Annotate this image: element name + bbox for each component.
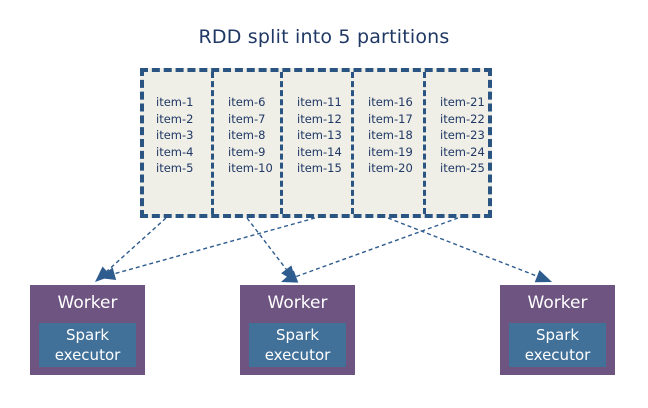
list-item: item-10 xyxy=(228,161,273,175)
list-item: item-23 xyxy=(440,128,485,142)
list-item: item-4 xyxy=(156,144,194,159)
partition-column-2: item-6 item-7 item-8 item-9 item-10 xyxy=(215,72,284,222)
worker-title: Worker xyxy=(57,293,118,313)
spark-executor-line1: Spark xyxy=(535,326,580,344)
arrow-partition5-to-worker2 xyxy=(295,217,459,278)
arrow-partition1-to-worker1 xyxy=(106,217,167,272)
partition-column-4: item-16 item-17 item-18 item-19 item-20 xyxy=(355,72,427,222)
worker-node-1[interactable]: Worker Spark executor xyxy=(30,285,145,375)
arrow-partition4-to-worker3 xyxy=(387,217,538,277)
list-item: item-24 xyxy=(440,144,485,159)
page-title: RDD split into 5 partitions xyxy=(198,26,450,48)
spark-executor-line2: executor xyxy=(524,346,591,364)
spark-executor-label: Spark executor xyxy=(249,325,346,365)
list-item: item-22 xyxy=(440,111,485,126)
list-item: item-17 xyxy=(368,111,413,126)
list-item: item-9 xyxy=(228,144,266,159)
spark-executor-box[interactable]: Spark executor xyxy=(249,323,346,367)
spark-executor-line1: Spark xyxy=(275,326,320,344)
arrow-partition5-to-worker2-head-icon xyxy=(281,270,299,283)
list-item: item-19 xyxy=(368,144,413,159)
spark-executor-box[interactable]: Spark executor xyxy=(509,323,606,367)
rdd-partition-box: item-1 item-2 item-3 item-4 item-5 item-… xyxy=(140,68,492,218)
list-item: item-5 xyxy=(156,161,194,175)
list-item: item-3 xyxy=(156,128,194,142)
worker-title: Worker xyxy=(267,293,328,313)
partition-divider-2 xyxy=(280,72,283,214)
arrow-partition2-to-worker2-head-icon xyxy=(281,265,296,282)
partition-column-3: item-11 item-12 item-13 item-14 item-15 xyxy=(284,72,355,222)
worker-title: Worker xyxy=(527,293,588,313)
arrow-partition3-to-worker1-head-icon xyxy=(99,267,117,280)
spark-executor-line2: executor xyxy=(54,346,121,364)
list-item: item-7 xyxy=(228,111,266,126)
arrow-partition2-to-worker2 xyxy=(246,217,287,270)
partition-divider-1 xyxy=(211,72,214,214)
partition-column-5: item-21 item-22 item-23 item-24 item-25 xyxy=(427,72,496,222)
spark-executor-line1: Spark xyxy=(65,326,110,344)
list-item: item-1 xyxy=(156,95,194,109)
list-item: item-15 xyxy=(297,161,342,175)
list-item: item-6 xyxy=(228,95,266,109)
list-item: item-13 xyxy=(297,128,342,142)
list-item: item-2 xyxy=(156,111,194,126)
partition-column-1: item-1 item-2 item-3 item-4 item-5 xyxy=(144,72,215,222)
list-item: item-12 xyxy=(297,111,342,126)
spark-executor-line2: executor xyxy=(264,346,331,364)
spark-executor-label: Spark executor xyxy=(39,325,136,365)
worker-node-2[interactable]: Worker Spark executor xyxy=(240,285,355,375)
partition-divider-4 xyxy=(423,72,426,214)
list-item: item-16 xyxy=(368,95,413,109)
list-item: item-14 xyxy=(297,144,342,159)
worker-node-3[interactable]: Worker Spark executor xyxy=(500,285,615,375)
list-item: item-25 xyxy=(440,161,485,175)
partition-divider-3 xyxy=(351,72,354,214)
list-item: item-21 xyxy=(440,95,485,109)
spark-executor-label: Spark executor xyxy=(509,325,606,365)
list-item: item-8 xyxy=(228,128,266,142)
spark-executor-box[interactable]: Spark executor xyxy=(39,323,136,367)
arrow-partition4-to-worker3-head-icon xyxy=(534,270,552,283)
arrow-partition1-to-worker1-head-icon xyxy=(95,266,112,282)
list-item: item-18 xyxy=(368,128,413,142)
list-item: item-20 xyxy=(368,161,413,175)
list-item: item-11 xyxy=(297,95,342,109)
arrow-partition3-to-worker1 xyxy=(114,217,316,275)
